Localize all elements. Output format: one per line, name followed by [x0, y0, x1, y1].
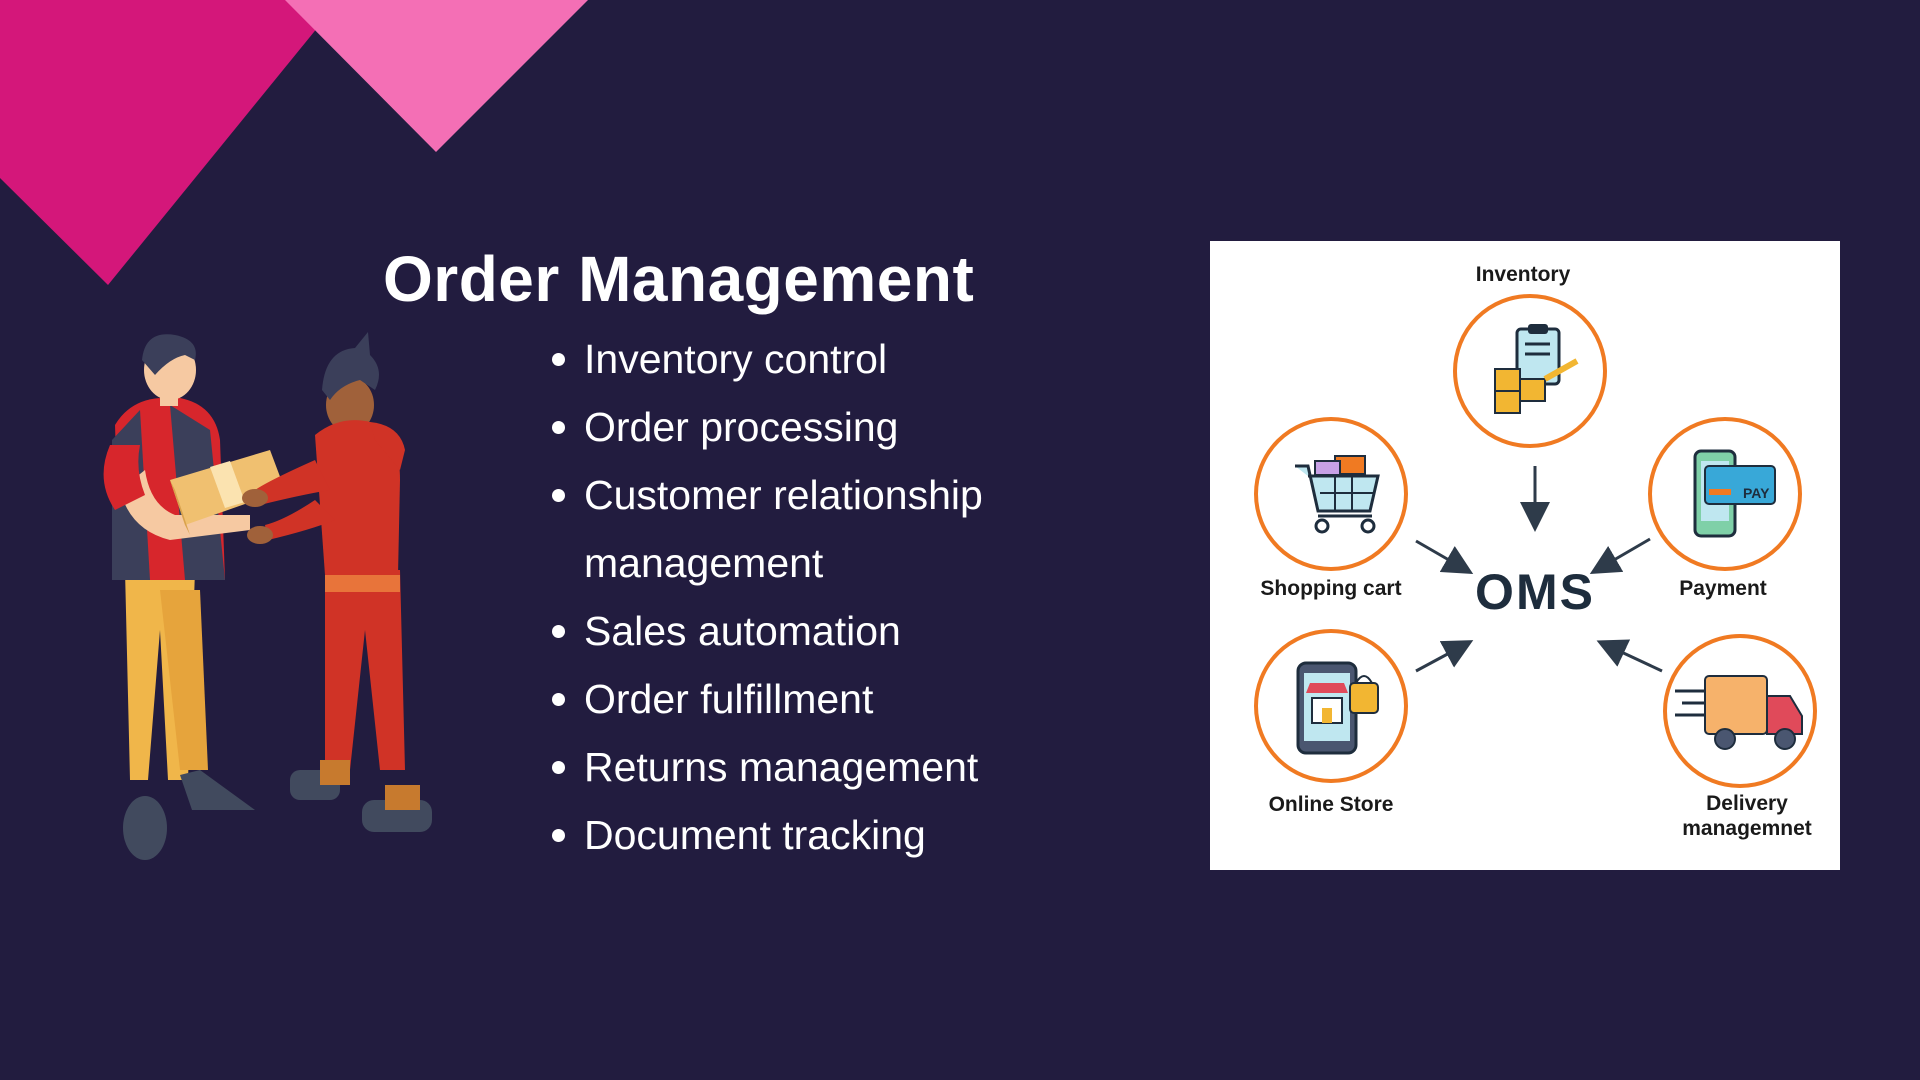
pay-badge-text: PAY [1743, 485, 1770, 501]
slide-title: Order Management [383, 243, 975, 315]
delivery-circle [1663, 634, 1817, 788]
payment-circle [1648, 417, 1802, 571]
delivery-label-line2: managemnet [1682, 817, 1812, 840]
feature-bullet-list: Inventory control Order processing Custo… [548, 325, 1048, 869]
oms-diagram-graphics: PAY [1254, 294, 1817, 788]
oms-center-label: OMS [1475, 564, 1595, 620]
delivery-people-illustration [103, 332, 432, 860]
arrow-delivery-to-oms [1596, 639, 1663, 673]
magenta-triangle [0, 0, 340, 285]
shopping-cart-circle [1254, 417, 1408, 571]
oms-diagram-panel: PAY Inventory [1210, 241, 1840, 870]
shopping-cart-label: Shopping cart [1260, 577, 1402, 600]
inventory-circle [1453, 294, 1607, 448]
arrow-payment-to-oms [1589, 537, 1651, 575]
bullet-item: Document tracking [548, 801, 1048, 869]
shopping-cart-icon [1295, 455, 1380, 534]
inventory-clipboard-icon [1494, 324, 1579, 414]
bullet-item: Order fulfillment [548, 665, 1048, 733]
decorative-triangles [0, 0, 588, 285]
delivery-label-line1: Delivery [1706, 792, 1788, 815]
delivery-truck-icon [1675, 675, 1803, 750]
arrow-store-to-oms [1415, 640, 1474, 673]
arrow-cart-to-oms [1415, 539, 1474, 574]
recipient-figure [242, 332, 432, 832]
bullet-item: Order processing [548, 393, 1048, 461]
inventory-label: Inventory [1475, 263, 1571, 286]
online-store-phone-icon [1296, 661, 1379, 755]
payment-card-icon: PAY [1693, 449, 1776, 538]
man-with-box-figure [103, 334, 255, 860]
payment-label: Payment [1679, 577, 1767, 600]
bullet-item: Inventory control [548, 325, 1048, 393]
bullet-item: Returns management [548, 733, 1048, 801]
bullet-item: Customer relationship management [548, 461, 1048, 597]
bullet-item: Sales automation [548, 597, 1048, 665]
online-store-label: Online Store [1268, 793, 1394, 816]
online-store-circle [1254, 629, 1408, 783]
package-box [170, 450, 285, 535]
pink-triangle [285, 0, 588, 152]
